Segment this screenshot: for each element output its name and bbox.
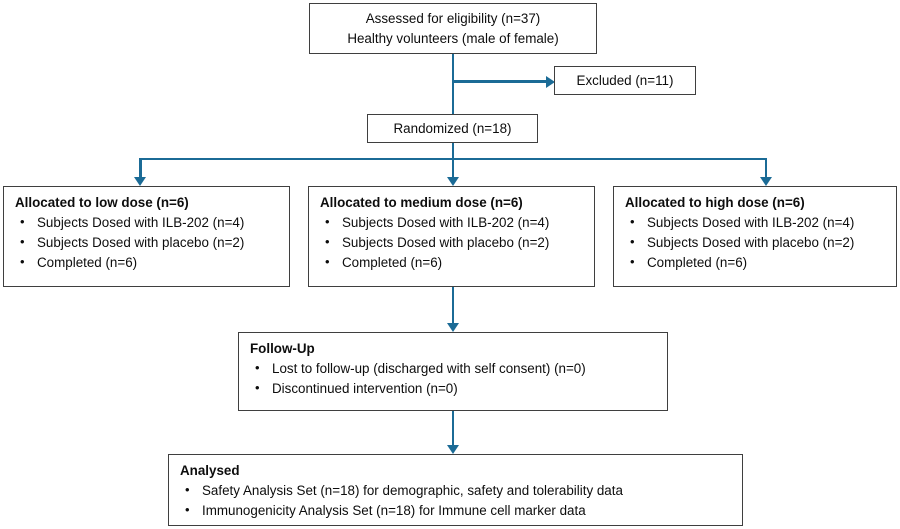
- randomized-label: Randomized (n=18): [393, 120, 512, 136]
- node-allocated-medium-dose: Allocated to medium dose (n=6) Subjects …: [308, 186, 595, 287]
- connector-split-to-medium-dose-arrowhead: [446, 177, 459, 186]
- list-item: Subjects Dosed with ILB-202 (n=4): [320, 213, 585, 232]
- connector-follow-up-to-analysed-arrowhead: [446, 445, 459, 454]
- list-item: Discontinued intervention (n=0): [250, 379, 658, 398]
- connector-follow-up-to-analysed-line: [451, 410, 455, 447]
- list-item: Subjects Dosed with ILB-202 (n=4): [625, 213, 887, 232]
- list-item: Completed (n=6): [320, 253, 585, 272]
- low-dose-bullet-list: Subjects Dosed with ILB-202 (n=4) Subjec…: [15, 213, 280, 272]
- list-item: Completed (n=6): [15, 253, 280, 272]
- list-item: Subjects Dosed with placebo (n=2): [320, 233, 585, 252]
- node-excluded: Excluded (n=11): [554, 66, 696, 95]
- node-follow-up: Follow-Up Lost to follow-up (discharged …: [238, 332, 668, 411]
- connector-randomized-to-split: [451, 143, 455, 160]
- connector-split-to-low-dose-line: [139, 157, 142, 179]
- high-dose-title: Allocated to high dose (n=6): [625, 195, 805, 210]
- node-analysed: Analysed Safety Analysis Set (n=18) for …: [168, 454, 743, 526]
- excluded-label: Excluded (n=11): [576, 72, 674, 88]
- node-randomized: Randomized (n=18): [367, 114, 538, 143]
- follow-up-title: Follow-Up: [250, 341, 315, 356]
- connector-assessed-to-randomized: [451, 54, 455, 116]
- list-item: Lost to follow-up (discharged with self …: [250, 359, 658, 378]
- analysed-title: Analysed: [180, 463, 240, 478]
- list-item: Subjects Dosed with ILB-202 (n=4): [15, 213, 280, 232]
- low-dose-title: Allocated to low dose (n=6): [15, 195, 189, 210]
- analysed-bullet-list: Safety Analysis Set (n=18) for demograph…: [180, 481, 733, 520]
- high-dose-bullet-list: Subjects Dosed with ILB-202 (n=4) Subjec…: [625, 213, 887, 272]
- connector-split-to-medium-dose-line: [451, 157, 455, 179]
- list-item: Completed (n=6): [625, 253, 887, 272]
- connector-randomized-to-excluded-line: [451, 80, 549, 83]
- node-assessed-for-eligibility: Assessed for eligibility (n=37) Healthy …: [309, 3, 597, 54]
- node-allocated-low-dose: Allocated to low dose (n=6) Subjects Dos…: [3, 186, 290, 287]
- medium-dose-title: Allocated to medium dose (n=6): [320, 195, 523, 210]
- assessed-line-1: Assessed for eligibility (n=37): [365, 11, 541, 27]
- medium-dose-bullet-list: Subjects Dosed with ILB-202 (n=4) Subjec…: [320, 213, 585, 272]
- connector-split-to-high-dose-arrowhead: [759, 177, 772, 186]
- connector-split-to-high-dose-line: [764, 157, 768, 179]
- connector-split-to-low-dose-arrowhead: [134, 177, 146, 186]
- connector-randomized-to-excluded-arrowhead: [546, 76, 555, 88]
- connector-medium-dose-to-follow-up-line: [451, 287, 455, 325]
- assessed-line-2: Healthy volunteers (male of female): [347, 30, 559, 46]
- list-item: Subjects Dosed with placebo (n=2): [15, 233, 280, 252]
- list-item: Safety Analysis Set (n=18) for demograph…: [180, 481, 733, 500]
- node-allocated-high-dose: Allocated to high dose (n=6) Subjects Do…: [613, 186, 897, 287]
- list-item: Immunogenicity Analysis Set (n=18) for I…: [180, 501, 733, 520]
- connector-medium-dose-to-follow-up-arrowhead: [446, 323, 459, 332]
- list-item: Subjects Dosed with placebo (n=2): [625, 233, 887, 252]
- follow-up-bullet-list: Lost to follow-up (discharged with self …: [250, 359, 658, 398]
